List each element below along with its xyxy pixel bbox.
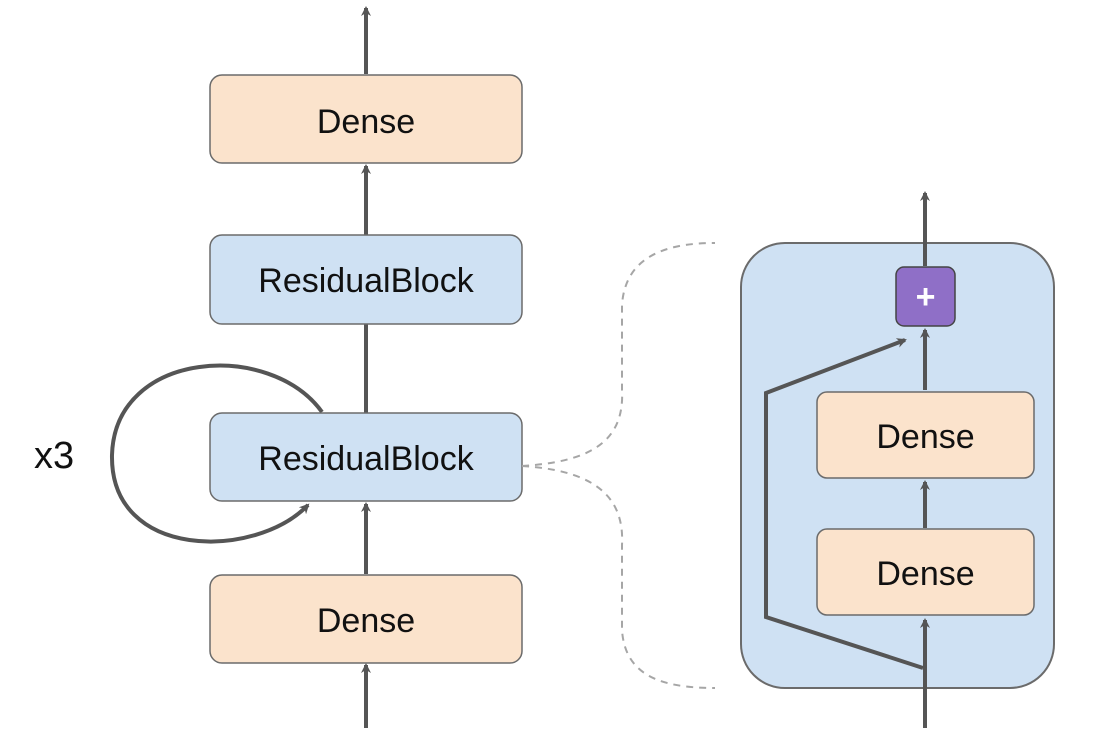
residual-block-upper: ResidualBlock <box>209 234 523 325</box>
top-dense-label: Dense <box>317 103 415 141</box>
zoom-connector-lower <box>521 465 716 689</box>
detail-dense-upper-label: Dense <box>876 418 974 456</box>
top-dense-layer: Dense <box>209 74 523 164</box>
bottom-dense-label: Dense <box>317 602 415 640</box>
repeat-loop-arrow <box>109 363 324 544</box>
zoom-connector-upper <box>521 242 716 467</box>
detail-dense-upper: Dense <box>816 391 1035 479</box>
detail-dense-lower-label: Dense <box>876 555 974 593</box>
bottom-dense-layer: Dense <box>209 574 523 664</box>
add-symbol: + <box>916 278 936 316</box>
detail-dense-lower: Dense <box>816 528 1035 616</box>
add-node: + <box>895 266 956 327</box>
residual-block-upper-label: ResidualBlock <box>258 262 474 300</box>
repeat-label: x3 <box>34 435 74 477</box>
residual-block-lower: ResidualBlock <box>209 412 523 502</box>
residual-block-detail: + Dense Dense <box>740 191 1055 728</box>
skip-connection-arrow <box>764 338 924 670</box>
residual-block-lower-label: ResidualBlock <box>258 440 474 478</box>
